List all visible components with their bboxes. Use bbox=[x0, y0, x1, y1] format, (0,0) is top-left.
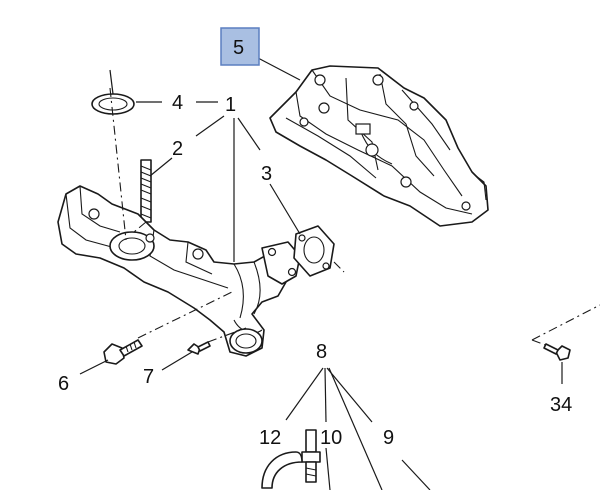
callout-6[interactable]: 6 bbox=[58, 373, 69, 395]
bolt-part-6[interactable] bbox=[103, 339, 143, 365]
callout-5-highlight bbox=[220, 27, 260, 66]
assembly-centerlines bbox=[109, 87, 600, 347]
callout-2[interactable]: 2 bbox=[172, 138, 183, 160]
screw-part-7[interactable] bbox=[187, 341, 211, 355]
leader-lines bbox=[79, 57, 563, 490]
callout-7[interactable]: 7 bbox=[143, 366, 154, 388]
flange-gasket-part[interactable] bbox=[293, 225, 335, 277]
callout-5[interactable]: 5 bbox=[233, 37, 244, 59]
gasket-ring-part[interactable] bbox=[91, 93, 135, 115]
callout-1[interactable]: 1 bbox=[225, 94, 236, 116]
sensor-part-10[interactable] bbox=[301, 429, 321, 483]
callout-10[interactable]: 10 bbox=[320, 427, 342, 449]
callout-9[interactable]: 9 bbox=[383, 427, 394, 449]
heat-shield-part[interactable] bbox=[269, 65, 489, 227]
bracket-part-12[interactable] bbox=[261, 451, 303, 489]
callout-34[interactable]: 34 bbox=[550, 394, 572, 416]
bolt-part-34[interactable] bbox=[543, 343, 571, 361]
exhaust-manifold-part[interactable] bbox=[57, 185, 301, 357]
callout-8[interactable]: 8 bbox=[316, 341, 327, 363]
callout-3[interactable]: 3 bbox=[261, 163, 272, 185]
stud-part[interactable] bbox=[140, 159, 152, 223]
callout-12[interactable]: 12 bbox=[259, 427, 281, 449]
callout-4[interactable]: 4 bbox=[172, 92, 183, 114]
